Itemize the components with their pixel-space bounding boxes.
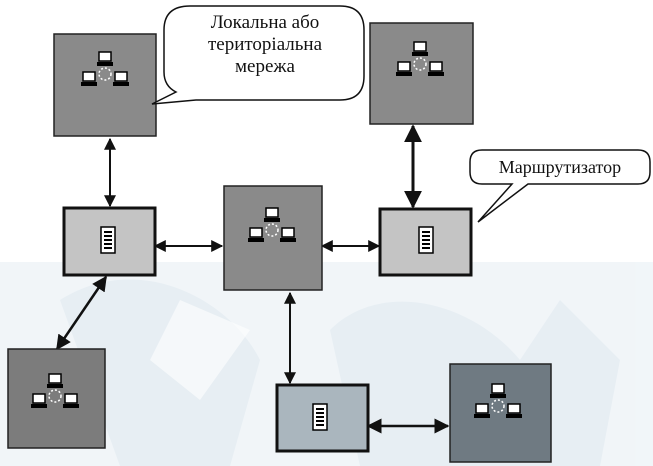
connections [55,124,450,434]
link-router1-net3 [55,275,108,351]
router-left [62,206,157,277]
network-node-bottom-left [7,348,106,449]
network-node-top-right [369,22,474,125]
network-callout-line-1: Локальна або [210,12,320,33]
router-rack-icon [418,226,434,254]
router-bottom [275,383,370,453]
router-callout-bubble [469,149,651,223]
network-node-bottom-right [449,363,552,463]
network-node-center [223,185,323,291]
network-callout-bubble [151,5,365,105]
network-callout-line-3: мережа [235,56,295,77]
network-node-top-left [53,33,157,137]
network-callout-line-2: територіальна [207,34,323,55]
router-right [378,207,473,277]
router-rack-icon [312,403,328,431]
router-callout-label: Маршрутизатор [498,157,622,177]
network-callout-label: Локальна або територіальна мережа [172,12,358,78]
router-rack-icon [100,226,116,254]
